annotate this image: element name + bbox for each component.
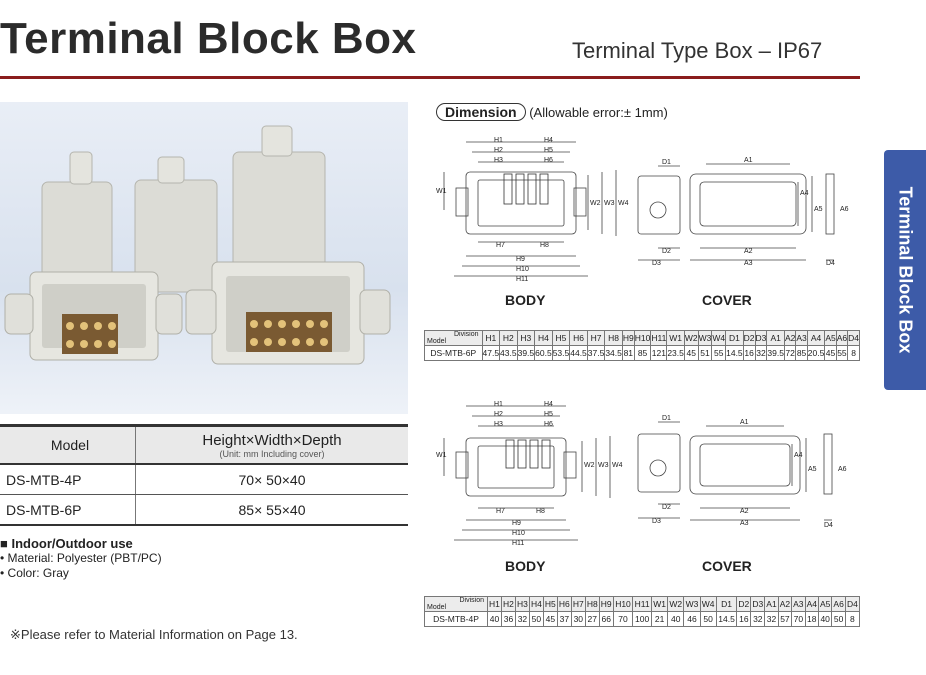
dim-label: W4 bbox=[612, 462, 623, 469]
body-label: BODY bbox=[505, 292, 546, 308]
model-cell: DS-MTB-4P bbox=[0, 464, 136, 495]
model-cell: DS-MTB-6P bbox=[0, 494, 136, 526]
dim-label: A4 bbox=[800, 190, 809, 197]
dim-label: A6 bbox=[838, 466, 847, 473]
dim-label: H2 bbox=[494, 411, 503, 418]
page-title: Terminal Block Box bbox=[0, 14, 417, 63]
dim-label: W3 bbox=[604, 200, 615, 207]
dim-label: D4 bbox=[824, 522, 833, 529]
dim-label: H8 bbox=[536, 508, 545, 515]
dim-label: W2 bbox=[584, 462, 595, 469]
title-divider bbox=[0, 76, 860, 79]
cover-label: COVER bbox=[702, 558, 752, 574]
dim-label: H10 bbox=[516, 266, 529, 273]
section-tab-label: Terminal Block Box bbox=[895, 186, 916, 354]
material-note: ※Please refer to Material Information on… bbox=[10, 627, 298, 642]
feature-list: ■ Indoor/Outdoor use • Material: Polyest… bbox=[0, 536, 162, 581]
dim-label: H11 bbox=[516, 276, 529, 283]
dim-label: D2 bbox=[662, 248, 671, 255]
section-tab: Terminal Block Box bbox=[884, 150, 926, 390]
model-header: Model bbox=[0, 424, 136, 465]
dim-label: H6 bbox=[544, 421, 553, 428]
box-open-4p bbox=[4, 271, 183, 361]
dim-label: A5 bbox=[808, 466, 817, 473]
dim-label: W4 bbox=[618, 200, 629, 207]
dim-label: H7 bbox=[496, 242, 505, 249]
feature-heading: ■ Indoor/Outdoor use bbox=[0, 536, 133, 551]
table-row: DS-MTB-4P 70× 50×40 bbox=[0, 464, 408, 495]
dim-label: H8 bbox=[540, 242, 549, 249]
dim-label: H1 bbox=[494, 137, 503, 144]
box-open-6p bbox=[185, 261, 391, 365]
dim-label: A1 bbox=[744, 157, 753, 164]
dim-label: H4 bbox=[544, 137, 553, 144]
dim-label: W1 bbox=[436, 188, 447, 195]
dim-label: D1 bbox=[662, 415, 671, 422]
dim-label: A1 bbox=[740, 419, 749, 426]
page-subtitle: Terminal Type Box – IP67 bbox=[572, 38, 823, 63]
dim-label: H10 bbox=[512, 530, 525, 537]
dims-cell: 70× 50×40 bbox=[135, 464, 408, 495]
dim-label: A3 bbox=[740, 520, 749, 527]
dim-label: A2 bbox=[744, 248, 753, 255]
dim-label: A5 bbox=[814, 206, 823, 213]
dim-label: H7 bbox=[496, 508, 505, 515]
dim-label: D4 bbox=[826, 260, 835, 267]
dim-label: H11 bbox=[512, 540, 525, 547]
dim-label: H9 bbox=[516, 256, 525, 263]
technical-drawing-4p: H1 H4 H2 H5 H3 H6 W1 W2 W3 W4 H7 H8 H9 H… bbox=[436, 396, 866, 550]
dimension-pill: Dimension bbox=[436, 103, 526, 121]
dim-label: H9 bbox=[512, 520, 521, 527]
product-photo bbox=[0, 102, 408, 414]
dim-label: D3 bbox=[652, 518, 661, 525]
dim-label: D3 bbox=[652, 260, 661, 267]
dims-cell: 85× 55×40 bbox=[135, 494, 408, 526]
dim-label: D1 bbox=[662, 159, 671, 166]
dim-label: H6 bbox=[544, 157, 553, 164]
dim-label: A6 bbox=[840, 206, 849, 213]
feature-item: • Material: Polyester (PBT/PC) bbox=[0, 551, 162, 565]
technical-drawing-6p: H1 H4 H2 H5 H3 H6 W1 W2 W3 W4 H7 H8 H9 H… bbox=[436, 130, 866, 290]
dimension-heading: Dimension (Allowable error:± 1mm) bbox=[436, 103, 668, 121]
model-table: Model Height×Width×Depth (Unit: mm Inclu… bbox=[0, 424, 408, 526]
dim-label: W2 bbox=[590, 200, 601, 207]
dim-label: H3 bbox=[494, 421, 503, 428]
feature-item: • Color: Gray bbox=[0, 566, 69, 580]
dim-label: A2 bbox=[740, 508, 749, 515]
dims-header: Height×Width×Depth (Unit: mm Including c… bbox=[135, 424, 408, 465]
dim-label: H2 bbox=[494, 147, 503, 154]
dim-label: H5 bbox=[544, 147, 553, 154]
dim-label: H3 bbox=[494, 157, 503, 164]
allowable-error: (Allowable error:± 1mm) bbox=[529, 105, 668, 120]
box-closed-left bbox=[41, 151, 113, 293]
dim-label: A4 bbox=[794, 452, 803, 459]
dim-label: H1 bbox=[494, 401, 503, 408]
dim-label: H5 bbox=[544, 411, 553, 418]
table-row: DS-MTB-6P 85× 55×40 bbox=[0, 494, 408, 526]
dim-label: D2 bbox=[662, 504, 671, 511]
box-closed-mid bbox=[134, 156, 218, 293]
dim-label: W1 bbox=[436, 452, 447, 459]
dim-label: H4 bbox=[544, 401, 553, 408]
dim-label: A3 bbox=[744, 260, 753, 267]
cover-label: COVER bbox=[702, 292, 752, 308]
body-label: BODY bbox=[505, 558, 546, 574]
dim-label: W3 bbox=[598, 462, 609, 469]
